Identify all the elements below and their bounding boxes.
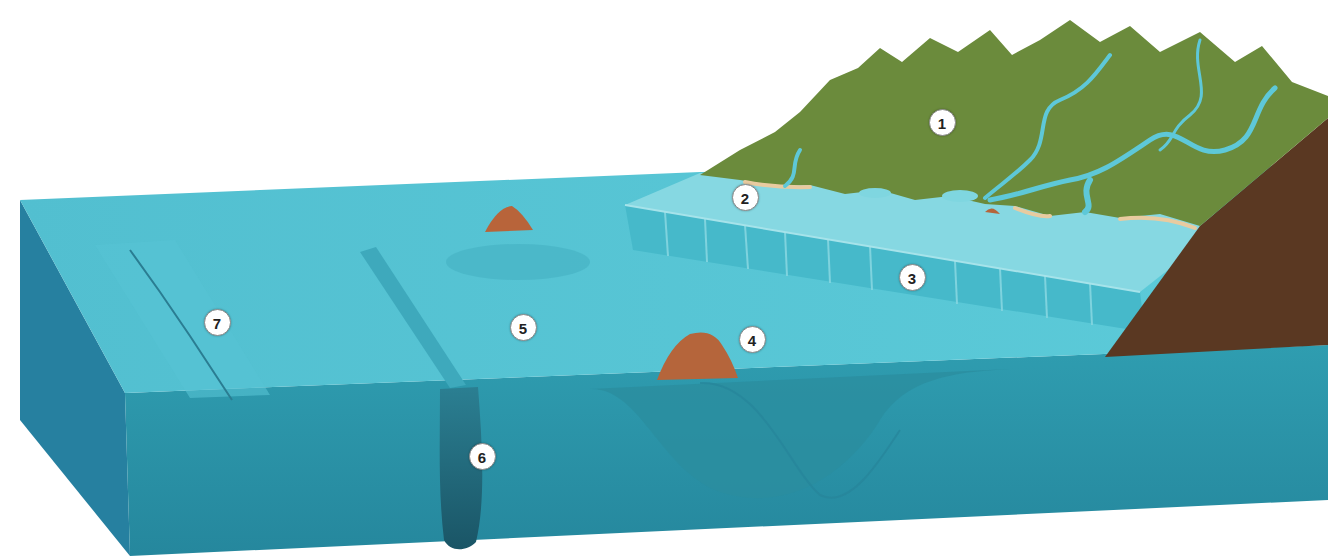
slope-step (1090, 283, 1092, 325)
callout-number: 4 (739, 326, 766, 353)
slope-step (870, 246, 872, 290)
seamount (657, 332, 738, 380)
slope-step (1000, 268, 1002, 311)
continental-slope (625, 205, 1145, 332)
slope-step (745, 225, 748, 269)
river (1160, 40, 1202, 150)
coastal-land (700, 20, 1328, 226)
beach (1015, 208, 1050, 216)
slope-step (785, 232, 787, 276)
river (985, 55, 1110, 198)
estuary (1085, 180, 1090, 212)
callout-number: 2 (732, 184, 759, 211)
seamount-section (590, 369, 1010, 498)
bay (859, 188, 891, 198)
seamount-contour (700, 383, 900, 498)
island-shadow (446, 244, 590, 280)
beach (1120, 218, 1195, 228)
volcanic-island (485, 206, 533, 232)
river (990, 88, 1275, 200)
slope-step (705, 219, 707, 262)
slope-edge (625, 205, 1140, 292)
slope-step (828, 239, 830, 283)
slope-step (665, 212, 668, 256)
slope-steps (665, 212, 1092, 325)
callout-number: 6 (469, 443, 496, 470)
coastal-rock (985, 208, 1000, 214)
beach (745, 182, 810, 187)
slope-step (955, 261, 957, 304)
callout-number: 5 (510, 314, 537, 341)
escarpment (360, 247, 466, 388)
beaches (745, 182, 1195, 228)
rivers (785, 40, 1275, 212)
ridge-band (95, 240, 270, 398)
callout-number: 7 (204, 309, 231, 336)
bay (942, 190, 978, 202)
ridge-rift (130, 250, 232, 400)
callout-number: 1 (929, 109, 956, 136)
slope-step (1045, 276, 1047, 318)
callout-number: 3 (899, 264, 926, 291)
river (785, 150, 800, 186)
